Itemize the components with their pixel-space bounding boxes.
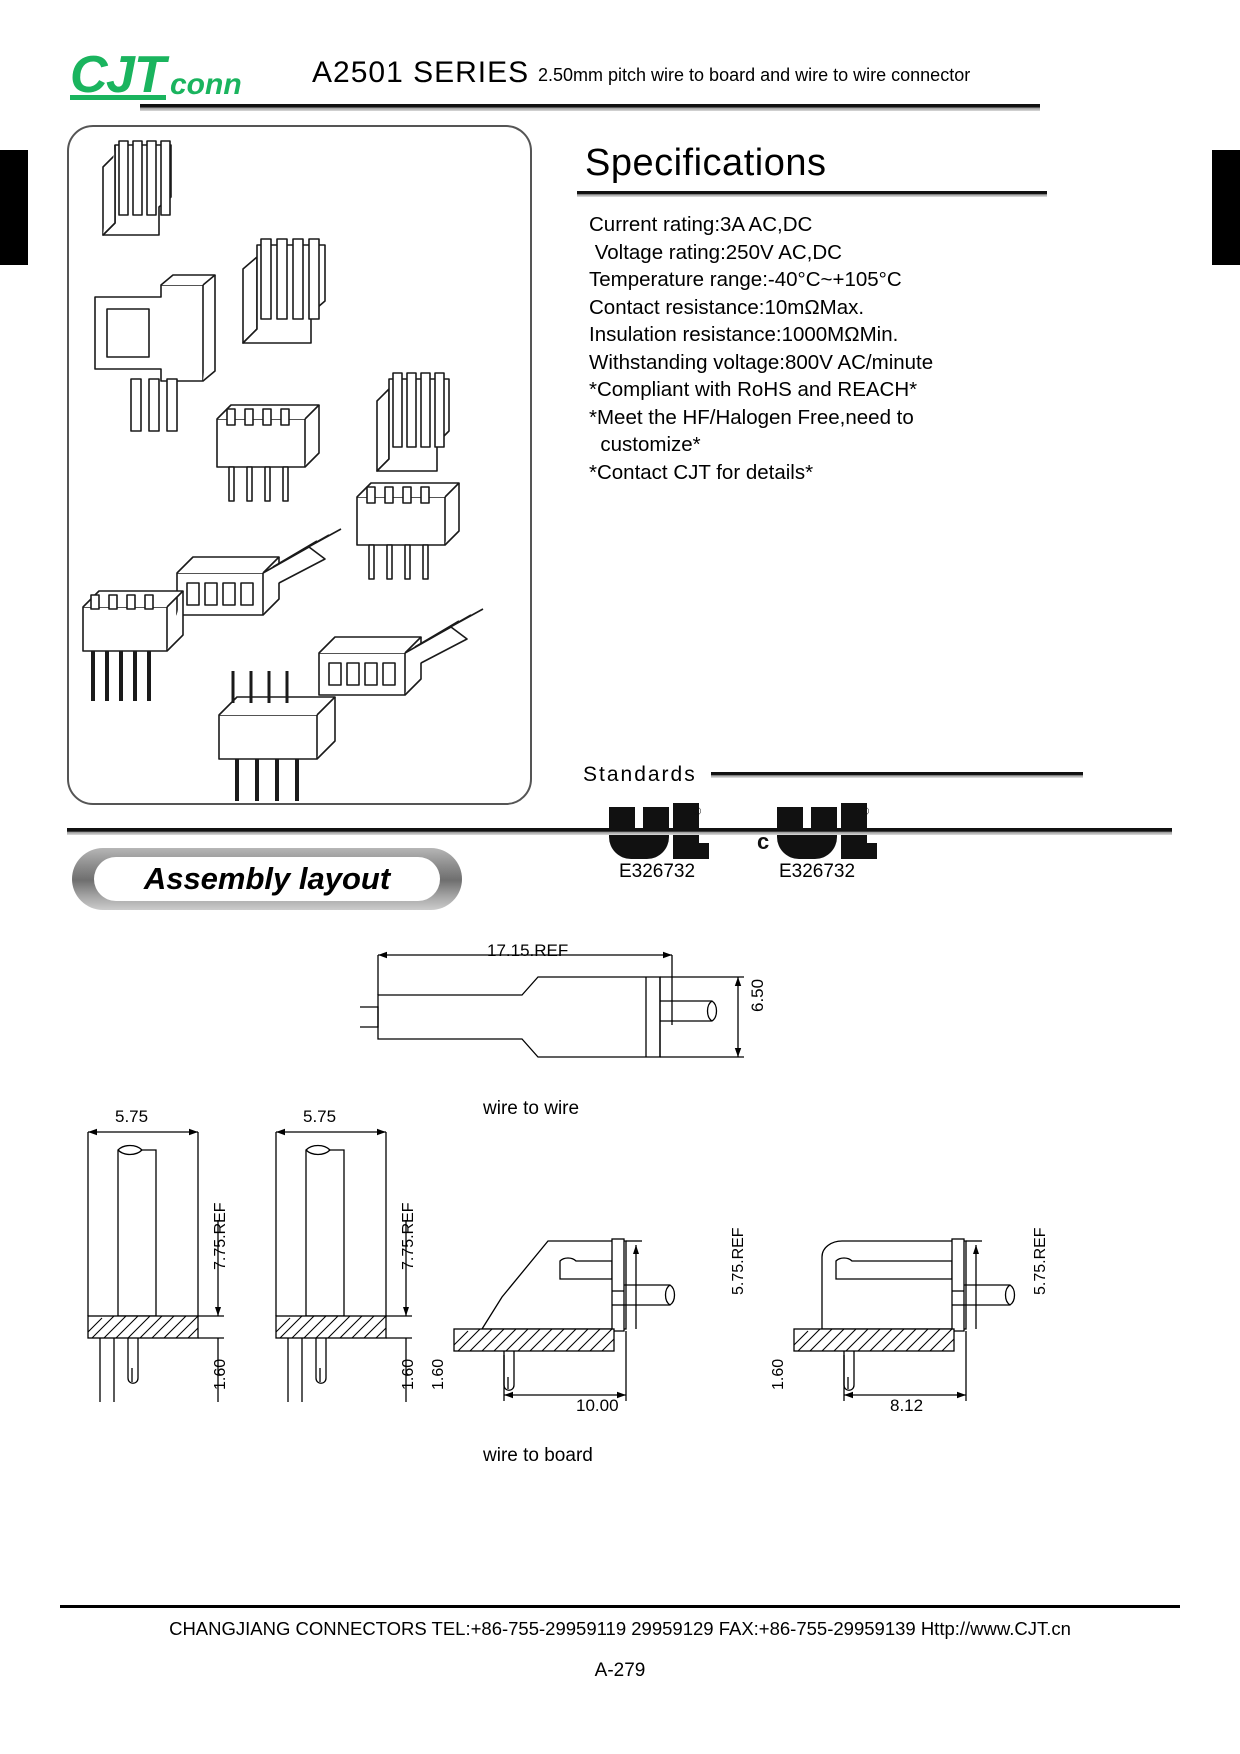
dimension-label-side: 7.75.REF [212,1202,229,1270]
svg-text:c: c [757,829,769,854]
specifications-divider [577,191,1047,197]
wire-to-wire-caption: wire to wire [483,1098,580,1119]
spec-item: *Contact CJT for details* [589,460,814,484]
dimension-label-top: 5.75 [303,1107,337,1126]
product-image-panel [67,125,532,805]
spec-item: *Meet the HF/Halogen Free,need to [589,405,914,429]
spec-item: customize* [589,433,701,456]
spec-item: *Compliant with RoHS and REACH* [589,378,918,401]
specifications-title: Specifications [585,142,827,184]
page-number: A-279 [594,1660,646,1681]
svg-text:®: ® [693,806,701,818]
dimension-label-top: 5.75 [115,1107,149,1126]
section-divider [67,828,1172,835]
assembly-layout-banner: Assembly layout [72,848,462,910]
standards-mark-ul: ® E326732 [605,801,709,883]
standards-mark-cul: c ® E326732 [757,801,877,883]
footer-contact: CHANGJIANG CONNECTORS TEL:+86-755-299591… [169,1618,1071,1639]
dimension-label-base: 10.00 [576,1396,619,1415]
page-edge-tab-left [0,150,28,265]
wire-to-wire-drawing [360,925,780,1115]
wire-to-board-view-3 [440,1205,700,1405]
dimension-label-side: 5.75.REF [730,1227,747,1295]
specifications-list: Current rating:3A AC,DC Voltage rating:2… [575,211,1095,486]
standards-marks: ® E326732 c ® E326732 [583,801,1083,883]
spec-item: Current rating:3A AC,DC [589,213,813,236]
svg-text:J: J [106,48,136,104]
wire-to-board-caption: wire to board [483,1445,593,1466]
banner-inner [94,857,440,901]
standards-header: Standards [583,763,1083,787]
dimension-label-base: 8.12 [890,1396,924,1415]
wire-to-board-view-4 [780,1205,1040,1405]
series-subtitle: 2.50mm pitch wire to board and wire to w… [538,65,971,85]
dimension-label-bottom: 1.60 [212,1358,229,1390]
cjt-logo: C J T conn [70,48,310,104]
page-edge-tab-right [1212,150,1240,265]
dimension-label-bottom: 1.60 [400,1358,417,1390]
standards-title: Standards [583,763,697,786]
dimension-label-length: 17.15.REF [487,941,569,960]
standards-divider [710,772,1083,778]
wire-to-board-view-1 [70,1110,250,1405]
svg-text:C: C [70,48,109,104]
spec-item: Temperature range:-40°C~+105°C [589,268,902,291]
dimension-label-side: 5.75.REF [1032,1227,1049,1295]
dimension-label-side: 7.75.REF [400,1202,417,1270]
specifications-section: Specifications Current rating:3A AC,DC V… [575,142,1095,486]
dimension-label-height: 6.50 [748,978,767,1012]
svg-text:®: ® [861,806,869,818]
header-divider [140,104,1040,111]
series-title: A2501 SERIES [312,56,530,89]
page-header: C J T conn A2501 SERIES 2.50mm pitch wir… [70,48,1170,118]
spec-item: Insulation resistance:1000MΩMin. [589,323,899,346]
spec-item: Withstanding voltage:800V AC/minute [589,350,934,374]
dimension-label-bottom: 1.60 [770,1358,787,1390]
assembly-layout-title: Assembly layout [143,861,391,896]
spec-item: Contact resistance:10mΩMax. [589,295,865,319]
standards-section: Standards ® E326732 c [583,763,1083,883]
spec-item: Voltage rating:250V AC,DC [589,240,842,264]
svg-text:conn: conn [170,68,242,101]
standards-code: E326732 [778,861,856,882]
wire-to-board-view-2 [258,1110,438,1405]
footer-divider [60,1605,1180,1608]
dimension-label-bottom: 1.60 [430,1358,447,1390]
standards-code: E326732 [618,861,696,882]
